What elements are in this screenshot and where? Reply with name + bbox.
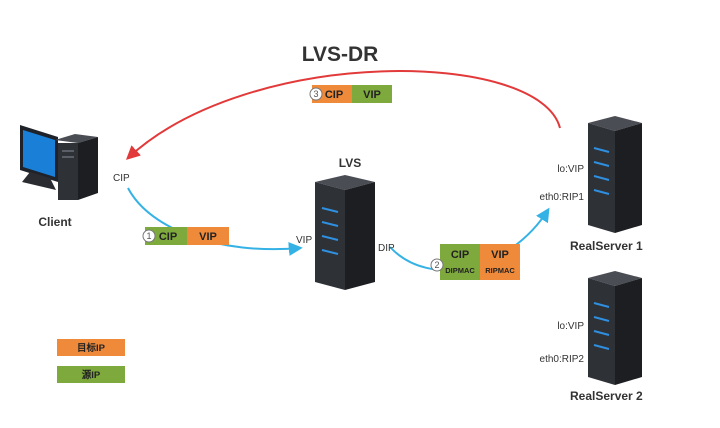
realserver2-label: RealServer 2 — [570, 389, 643, 403]
legend: 目标IP 源IP — [57, 339, 125, 383]
packet-2-dst-mac: RIPMAC — [485, 266, 515, 275]
realserver2-eth0-label: eth0:RIP2 — [540, 354, 585, 365]
packet-1-dst: VIP — [199, 231, 217, 243]
realserver1-label: RealServer 1 — [570, 239, 643, 253]
legend-dest-label: 目标IP — [77, 342, 106, 354]
diagram-title: LVS-DR — [302, 43, 379, 66]
legend-dest-swatch — [57, 339, 125, 356]
client-ip-label: CIP — [113, 173, 130, 184]
packet-2-dst: VIP — [491, 249, 509, 261]
client-label: Client — [38, 215, 71, 229]
packet-2-step: 2 — [434, 260, 439, 270]
packet-3-src: CIP — [325, 89, 343, 101]
realserver1-lo-label: lo:VIP — [557, 164, 584, 175]
packet-1: 1 CIP VIP — [142, 227, 229, 245]
packet-2: 2 CIP VIP DIPMAC RIPMAC — [430, 244, 520, 280]
lvs-label: LVS — [339, 156, 361, 170]
packet-1-src: CIP — [159, 231, 177, 243]
packet-1-step: 1 — [146, 231, 151, 241]
realserver1-icon — [588, 116, 642, 233]
lvs-dip-label: DIP — [378, 243, 395, 254]
packet-2-src: CIP — [451, 249, 469, 261]
response-arrow — [125, 70, 561, 160]
packet-3-dst: VIP — [363, 89, 381, 101]
client-computer-icon — [20, 125, 98, 200]
realserver1-eth0-label: eth0:RIP1 — [540, 192, 585, 203]
realserver2-icon — [588, 271, 642, 385]
lvs-vip-label: VIP — [296, 235, 312, 246]
packet-2-src-mac: DIPMAC — [445, 266, 475, 275]
realserver2-lo-label: lo:VIP — [557, 321, 584, 332]
legend-src-label: 源IP — [82, 369, 101, 381]
lvs-server-icon — [315, 175, 375, 290]
legend-src-swatch — [57, 366, 125, 383]
packet-3-step: 3 — [313, 89, 318, 99]
packet-3: 3 CIP VIP — [309, 85, 392, 103]
